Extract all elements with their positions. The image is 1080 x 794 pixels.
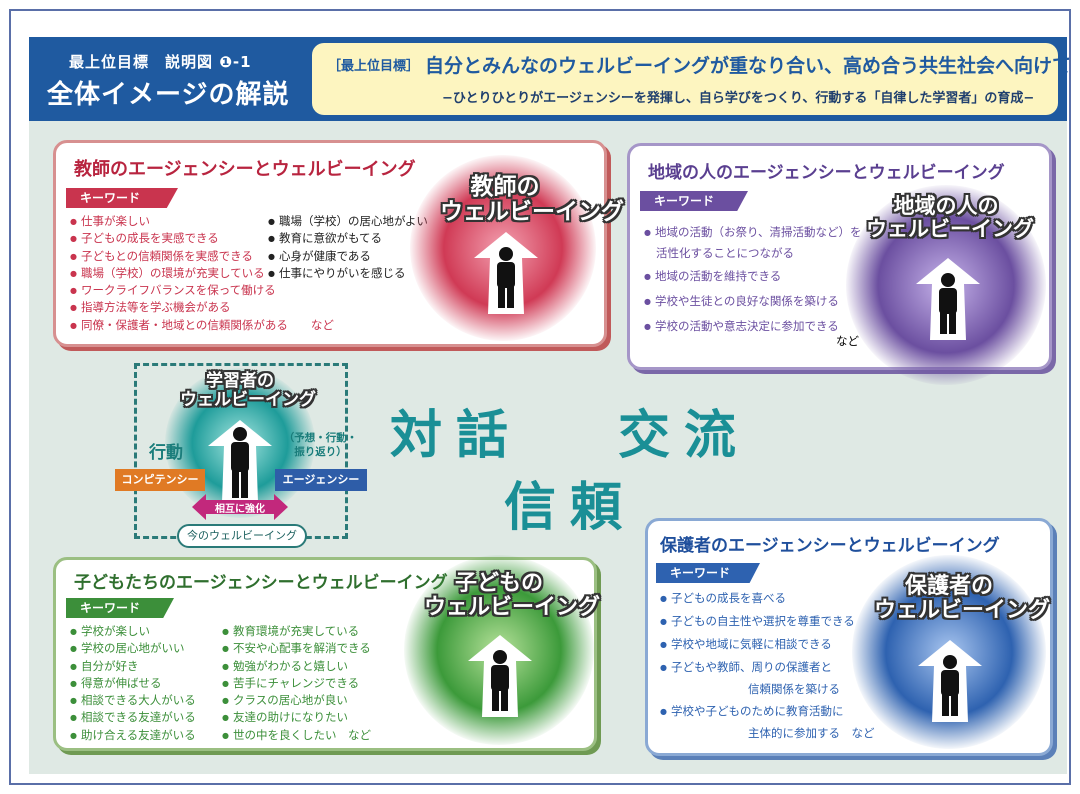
children-badge-line1: 子どもの <box>454 571 543 596</box>
children-list-col1: 学校が楽しい 学校の居心地がいい 自分が好き 得意が伸ばせる 相談できる大人がい… <box>70 623 196 744</box>
community-title: 地域の人のエージェンシーとウェルビーイング <box>648 163 1005 183</box>
parent-keyword-label: キーワード <box>656 563 760 583</box>
list-item: 学校や地域に気軽に相談できる <box>660 633 875 656</box>
children-badge: 子どもの ウェルビーイング <box>424 571 601 621</box>
list-item: 地域の活動を維持できる <box>644 264 862 289</box>
agency-label: エージェンシー <box>275 469 367 491</box>
header-left: 最上位目標 説明図 ❶-1 全体イメージの解説 <box>47 51 317 111</box>
list-item: 子どもや教師、周りの保護者と <box>660 656 875 679</box>
teacher-keyword-label: キーワード <box>66 188 178 208</box>
list-item: 心身が健康である <box>268 248 428 265</box>
list-item: 不安や心配事を解消できる <box>222 640 371 657</box>
learner-figure-icon <box>208 420 272 502</box>
list-item: 友達の助けになりたい <box>222 709 371 726</box>
goal-description: −ひとりひとりがエージェンシーを発揮し、自ら学びをつくり、行動する「自律した学習… <box>442 91 1035 106</box>
community-etc: など <box>836 334 859 348</box>
list-item: 学校の居心地がいい <box>70 640 196 657</box>
teacher-list-col2: 職場（学校）の居心地がよい 教育に意欲がもてる 心身が健康である 仕事にやりがい… <box>268 213 428 282</box>
teacher-badge: 教師の ウェルビーイング <box>440 174 624 226</box>
parent-list: 子どもの成長を喜べる 子どもの自主性や選択を尊重できる 学校や地域に気軽に相談で… <box>660 587 875 744</box>
list-item: 教育に意欲がもてる <box>268 230 428 247</box>
list-item-continued: 信頼関係を築ける <box>748 682 840 696</box>
list-item: 同僚・保護者・地域との信頼関係がある など <box>70 317 334 334</box>
list-item: 勉強がわかると嬉しい <box>222 658 371 675</box>
children-title: 子どもたちのエージェンシーとウェルビーイング <box>74 573 448 593</box>
community-list: 地域の活動（お祭り、清掃活動など）を 活性化することにつながる 地域の活動を維持… <box>644 222 862 339</box>
current-wellbeing-label: 今のウェルビーイング <box>177 524 307 548</box>
parent-badge-line2: ウェルビーイング <box>874 598 1051 624</box>
list-item: 職場（学校）の居心地がよい <box>268 213 428 230</box>
community-badge-line2: ウェルビーイング <box>866 217 1034 242</box>
community-figure-icon <box>916 258 980 340</box>
header-subtitle: 最上位目標 説明図 ❶-1 <box>69 53 252 71</box>
list-item: 相談できる大人がいる <box>70 692 196 709</box>
list-item: 自分が好き <box>70 658 196 675</box>
list-item: 助け合える友達がいる <box>70 727 196 744</box>
learner-badge: 学習者の ウェルビーイング <box>180 371 316 410</box>
list-item-continued: 活性化することにつながる <box>656 246 794 260</box>
community-badge: 地域の人の ウェルビーイング <box>866 194 1034 242</box>
learner-badge-line1: 学習者の <box>206 371 274 391</box>
mutual-arrow-icon <box>192 494 288 520</box>
children-figure-icon <box>468 635 532 717</box>
center-word-dialogue: 対話 <box>390 406 523 466</box>
teacher-figure-icon <box>474 232 538 314</box>
goal-tag: ［最上位目標］ <box>328 59 420 74</box>
teacher-badge-line1: 教師の <box>470 174 540 200</box>
list-item: 子どもの自主性や選択を尊重できる <box>660 610 875 633</box>
list-item: ワークライフバランスを保って働ける <box>70 282 334 299</box>
teacher-title: 教師のエージェンシーとウェルビーイング <box>74 159 416 180</box>
list-item: 得意が伸ばせる <box>70 675 196 692</box>
parent-figure-icon <box>918 640 982 722</box>
list-item: 子どもの成長を実感できる <box>70 230 334 247</box>
list-item: 学校や子どものために教育活動に <box>660 700 875 723</box>
list-item: 学校の活動や意志決定に参加できる <box>644 314 862 339</box>
header-bar: 最上位目標 説明図 ❶-1 全体イメージの解説 ［最上位目標］ 自分とみんなのウ… <box>29 37 1071 121</box>
list-item: クラスの居心地が良い <box>222 692 371 709</box>
learner-cycle: （予想・行動・振り返り） <box>283 432 358 458</box>
community-keyword-label: キーワード <box>640 191 748 211</box>
teacher-badge-line2: ウェルビーイング <box>440 199 624 226</box>
list-item: 子どもの成長を喜べる <box>660 587 875 610</box>
list-item: 学校が楽しい <box>70 623 196 640</box>
parent-badge: 保護者の ウェルビーイング <box>874 574 1051 624</box>
list-item: 仕事が楽しい <box>70 213 334 230</box>
learner-badge-line2: ウェルビーイング <box>180 389 316 410</box>
teacher-list-col1: 仕事が楽しい 子どもの成長を実感できる 子どもとの信頼関係を実感できる 職場（学… <box>70 213 334 334</box>
children-list-col2: 教育環境が充実している 不安や心配事を解消できる 勉強がわかると嬉しい 苦手にチ… <box>222 623 371 744</box>
center-word-trust: 信頼 <box>504 478 637 538</box>
list-item: 指導方法等を学ぶ機会がある <box>70 299 334 316</box>
list-item: 仕事にやりがいを感じる <box>268 265 428 282</box>
learner-action: 行動 <box>149 443 183 463</box>
list-item: 子どもとの信頼関係を実感できる <box>70 248 334 265</box>
list-item: 世の中を良くしたい など <box>222 727 371 744</box>
list-item: 地域の活動（お祭り、清掃活動など）を <box>644 222 862 243</box>
goal-box: ［最上位目標］ 自分とみんなのウェルビーイングが重なり合い、高め合う共生社会へ向… <box>312 43 1071 115</box>
list-item-continued: 主体的に参加する など <box>748 726 875 740</box>
page-title: 全体イメージの解説 <box>47 80 290 110</box>
competency-label: コンピテンシー <box>115 469 205 491</box>
goal-main: 自分とみんなのウェルビーイングが重なり合い、高め合う共生社会へ向けて <box>425 55 1072 77</box>
list-item: 職場（学校）の環境が充実している <box>70 265 334 282</box>
center-word-exchange: 交流 <box>618 406 751 466</box>
parent-title: 保護者のエージェンシーとウェルビーイング <box>660 536 1000 556</box>
list-item: 相談できる友達がいる <box>70 709 196 726</box>
list-item: 教育環境が充実している <box>222 623 371 640</box>
community-badge-line1: 地域の人の <box>893 194 999 218</box>
list-item: 苦手にチャレンジできる <box>222 675 371 692</box>
mutual-label: 相互に強化 <box>215 504 265 515</box>
list-item: 学校や生徒との良好な関係を築ける <box>644 289 862 314</box>
children-keyword-label: キーワード <box>66 598 174 618</box>
parent-badge-line1: 保護者の <box>904 574 993 599</box>
children-badge-line2: ウェルビーイング <box>424 595 601 621</box>
